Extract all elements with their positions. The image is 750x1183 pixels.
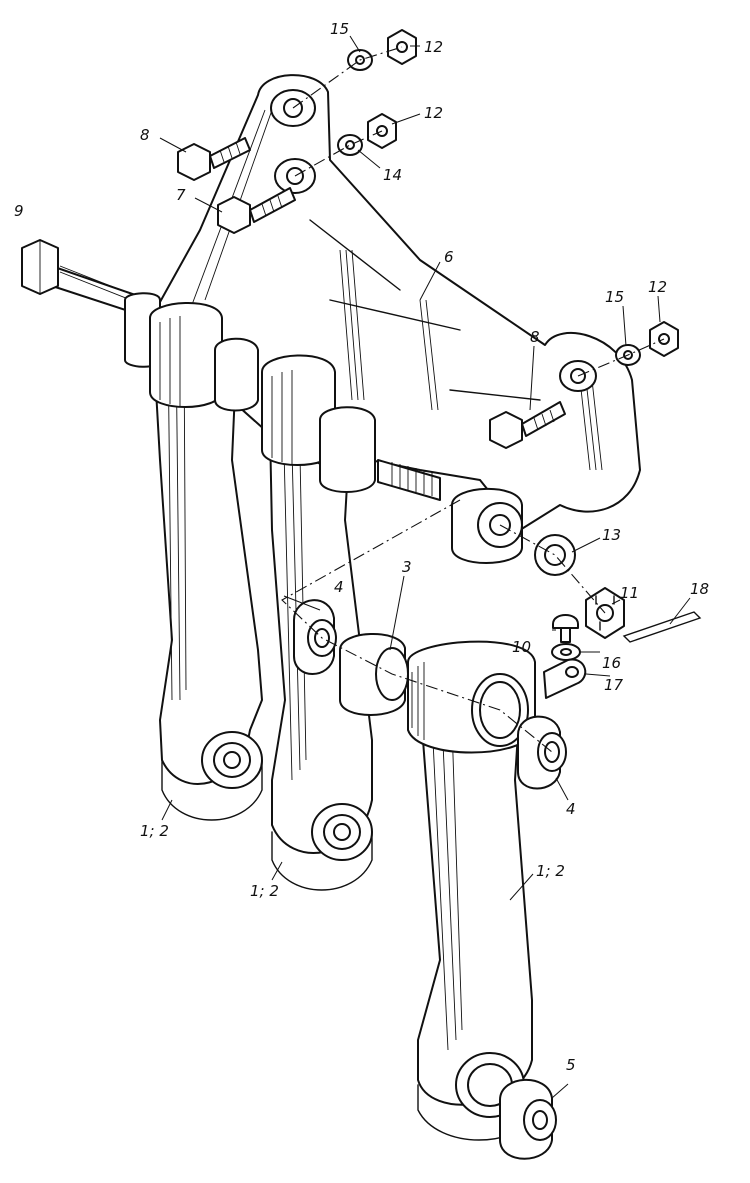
callout-15-right: 15 xyxy=(605,288,624,306)
tab-washer-17 xyxy=(543,658,587,699)
bolt-7 xyxy=(217,187,296,234)
callout-10: 10 xyxy=(512,638,531,656)
bearing-4-right xyxy=(517,715,567,790)
callout-15-top: 15 xyxy=(330,20,349,38)
callout-12-right: 12 xyxy=(648,278,667,296)
callout-14: 14 xyxy=(383,166,402,184)
callout-12-middle: 12 xyxy=(424,104,443,122)
hub-stack xyxy=(124,292,441,501)
nut-12-top xyxy=(387,29,417,65)
callout-3: 3 xyxy=(402,558,412,576)
callout-6: 6 xyxy=(444,248,454,266)
bushing-3 xyxy=(339,632,409,716)
callout-lever-right: 1; 2 xyxy=(536,862,565,880)
washer-13 xyxy=(534,534,576,576)
callout-18: 18 xyxy=(690,580,709,598)
washer-14 xyxy=(337,134,363,156)
callout-4-left: 4 xyxy=(334,578,344,596)
lever-right xyxy=(407,640,541,1141)
bearing-4-left xyxy=(293,599,337,675)
callout-7: 7 xyxy=(176,186,186,204)
callout-5: 5 xyxy=(566,1056,576,1074)
bolt-8-right xyxy=(489,401,566,449)
callout-8-right: 8 xyxy=(530,328,540,346)
callout-lever-left: 1; 2 xyxy=(140,822,169,840)
bolt-8-top xyxy=(177,137,251,181)
screw-10 xyxy=(552,614,579,643)
end-hub xyxy=(451,487,523,564)
leader-lines xyxy=(159,35,691,1099)
cotter-pin-18 xyxy=(622,611,702,643)
callout-lever-mid: 1; 2 xyxy=(250,882,279,900)
callout-labels: 15 12 12 14 8 7 9 6 15 12 8 4 3 13 11 18… xyxy=(14,20,709,1074)
lock-washer-16 xyxy=(551,643,581,661)
callout-11: 11 xyxy=(620,584,639,602)
callout-16: 16 xyxy=(602,654,621,672)
callout-4-right: 4 xyxy=(566,800,576,818)
callout-12-top: 12 xyxy=(424,38,443,56)
bearing-5 xyxy=(499,1078,557,1160)
callout-9: 9 xyxy=(14,202,24,220)
callout-17: 17 xyxy=(604,676,624,694)
callout-8-top: 8 xyxy=(140,126,150,144)
center-lines xyxy=(281,46,665,753)
lever-left xyxy=(151,319,263,821)
shaft xyxy=(21,239,151,319)
callout-13: 13 xyxy=(602,526,621,544)
